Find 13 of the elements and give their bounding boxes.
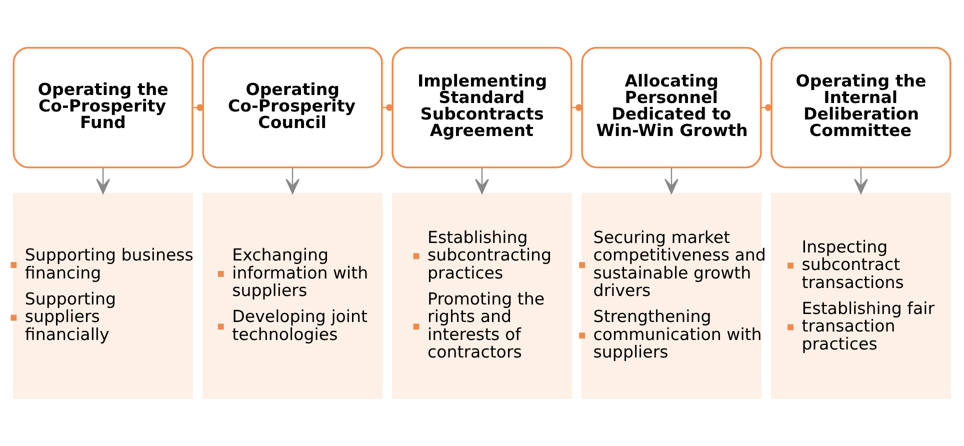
arrow (664, 168, 678, 194)
arrow (96, 168, 110, 194)
node-box: Inspecting subcontract transactions Establishing fair transaction practices (770, 192, 951, 399)
node-box: Operating the Co-Prosperity Fund (12, 46, 194, 168)
node-box: Establishing subcontracting practices Promoting the rights and interests of contractors (392, 192, 572, 399)
node-box: Implementing Standard Subcontracts Agreement (392, 46, 572, 168)
node-box: Allocating Personnel Dedicated to Win-Win Growth (581, 46, 762, 168)
node-box: Operating Co-Prosperity Council (202, 46, 383, 168)
node-box: Operating the Internal Deliberation Committee (770, 46, 952, 168)
arrow (286, 168, 300, 194)
node-box: Exchanging information with suppliers Developing joint technologies (202, 192, 383, 399)
arrow (475, 168, 489, 194)
arrow (854, 168, 868, 194)
